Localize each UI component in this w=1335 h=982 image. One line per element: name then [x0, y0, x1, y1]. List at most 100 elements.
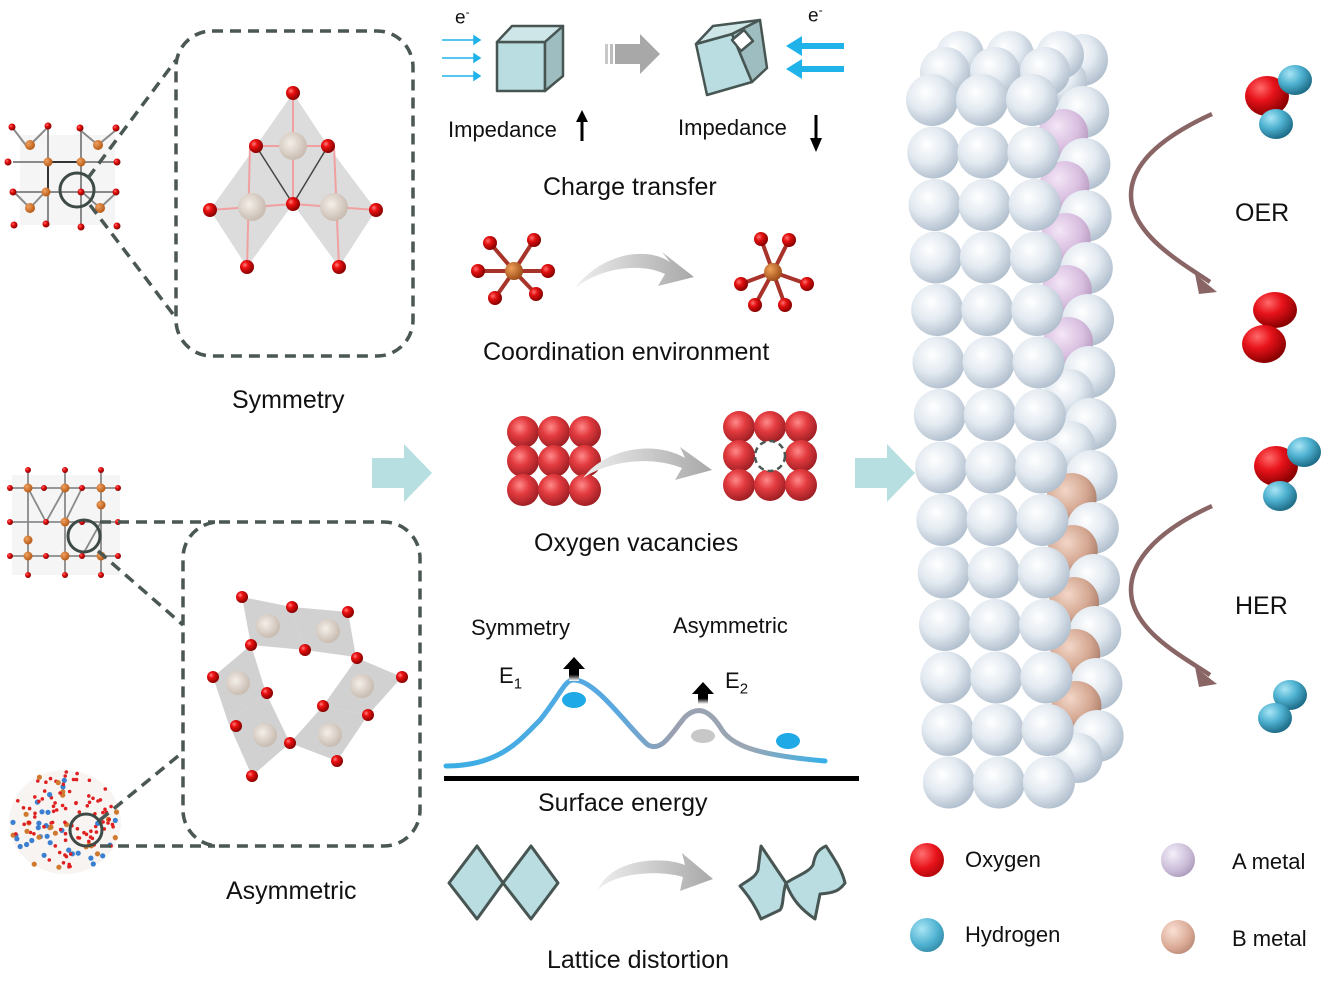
- cluster-atom: [52, 830, 59, 836]
- cluster-atom: [87, 794, 91, 798]
- slab-atom: [922, 756, 975, 809]
- her-reaction-arrow: [1128, 503, 1213, 677]
- transition-arrow: [605, 34, 660, 74]
- slab-atom: [962, 336, 1015, 389]
- e2-subscript: 2: [739, 680, 749, 698]
- cluster-atom: [68, 864, 72, 869]
- oxygen-sphere: [507, 474, 539, 506]
- cluster-atom: [113, 809, 120, 815]
- slab-atom: [971, 704, 1024, 756]
- slab-atom: [907, 126, 960, 179]
- hydrogen-swatch-icon: [910, 918, 944, 952]
- cluster-atom: [33, 811, 37, 816]
- slab-atom: [1011, 284, 1064, 336]
- cluster-atom: [71, 777, 76, 782]
- cluster-atom: [58, 791, 62, 795]
- zoom-circle-asymmetric-top: [66, 518, 102, 554]
- cluster-atom: [23, 811, 29, 817]
- impedance-down-arrow: [810, 115, 822, 152]
- slab-atom: [1006, 74, 1058, 126]
- asymmetric-octahedra: [207, 591, 408, 782]
- cluster-atom: [31, 861, 37, 867]
- cluster-atom: [47, 840, 53, 846]
- cluster-atom: [64, 770, 69, 774]
- cluster-atom: [87, 778, 92, 783]
- legend-label: Hydrogen: [965, 922, 1061, 947]
- impedance-label-right: Impedance: [678, 115, 787, 140]
- cluster-atom: [112, 817, 118, 824]
- reaction-graphics: [1128, 65, 1321, 733]
- surface-symmetry-label: Symmetry: [471, 615, 570, 640]
- middle-panel-graphics: [442, 18, 859, 921]
- cluster-atom: [37, 799, 41, 804]
- impedance-label-left: Impedance: [448, 117, 557, 142]
- slab-atom: [956, 74, 1008, 126]
- slab-atom: [970, 651, 1023, 704]
- slab-atom: [1022, 756, 1075, 809]
- electron-charge: -: [465, 5, 470, 19]
- zoom-connector-symmetry: [86, 29, 415, 358]
- cluster-atom: [87, 800, 92, 805]
- cluster-atom: [55, 780, 61, 786]
- cluster-atom: [36, 779, 40, 783]
- cluster-atom: [103, 787, 108, 791]
- cluster-atom: [15, 799, 20, 803]
- cluster-atom: [63, 806, 68, 811]
- cluster-atom: [21, 806, 26, 810]
- her-label: HER: [1235, 592, 1288, 620]
- slab-atom: [906, 74, 958, 126]
- cluster-atom: [77, 810, 82, 814]
- cluster-atom: [27, 806, 32, 811]
- e1-symbol: E: [499, 663, 514, 688]
- lattice-distorted: [738, 844, 847, 921]
- cluster-atom: [58, 827, 63, 832]
- cluster-atom: [111, 825, 115, 829]
- symmetric-octahedra: [203, 86, 383, 274]
- cube-intact: [495, 24, 565, 93]
- oxygen-sphere: [723, 411, 755, 443]
- slab-atom: [963, 389, 1016, 441]
- cluster-atom: [61, 861, 66, 865]
- oxygen-grid-full: [507, 416, 601, 506]
- cluster-atom: [106, 821, 110, 825]
- cluster-atom: [54, 808, 59, 812]
- slab-atom: [915, 441, 968, 494]
- cluster-atom: [94, 830, 99, 834]
- cluster-atom: [67, 789, 72, 794]
- cluster-atom: [63, 820, 67, 825]
- slab-atom: [1021, 704, 1074, 756]
- slab-atom: [908, 179, 961, 231]
- octahedron-regular: [471, 233, 555, 305]
- cluster-atom: [103, 807, 107, 812]
- cluster-atom: [29, 837, 35, 844]
- cluster-atom: [90, 836, 95, 841]
- e2-label: E2: [725, 668, 748, 697]
- oxygen-sphere: [538, 445, 570, 477]
- oxygen-swatch-icon: [910, 843, 944, 877]
- slab-atom: [972, 756, 1025, 809]
- surface-baseline: [444, 776, 859, 781]
- slab-atom: [959, 231, 1012, 284]
- cluster-atom: [53, 801, 57, 805]
- cluster-atom: [26, 820, 31, 825]
- electron-symbol: e: [455, 7, 466, 29]
- cluster-atom: [51, 804, 56, 809]
- lattice-transition-arrow: [598, 853, 713, 891]
- oer-reaction-arrow: [1128, 111, 1213, 284]
- lattice-regular: [447, 844, 560, 921]
- slab-atom: [1012, 336, 1065, 389]
- oxygen-sphere: [754, 411, 786, 443]
- her-arrowhead: [1195, 667, 1217, 687]
- cluster-atom: [39, 809, 45, 815]
- cluster-atom: [17, 843, 23, 850]
- slab-atom: [1007, 126, 1060, 179]
- electron-symbol: e: [808, 5, 819, 27]
- cluster-atom: [74, 777, 79, 782]
- oxygen-sphere: [538, 416, 570, 448]
- oxygen-sphere: [785, 411, 817, 443]
- oxygen-sphere: [569, 416, 601, 448]
- cluster-atom: [85, 804, 90, 808]
- cluster-atom: [35, 825, 41, 831]
- slab-atom: [919, 599, 971, 651]
- cluster-atom: [47, 858, 52, 862]
